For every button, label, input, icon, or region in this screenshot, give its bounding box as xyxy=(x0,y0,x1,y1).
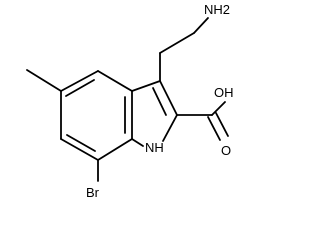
bond-methyl xyxy=(26,69,62,92)
amine-label: NH2 xyxy=(204,2,230,17)
bond-c4-c5 xyxy=(60,70,99,92)
bond-n1-c7a xyxy=(131,138,144,147)
carbonyl-oxygen-label: O xyxy=(221,143,231,158)
bromine-label: Br xyxy=(86,185,100,200)
bond-c3a-c4 xyxy=(97,70,133,92)
bond-c3a-c3 xyxy=(131,80,161,92)
bond-c2-n1 xyxy=(162,114,178,142)
bond-c6-c7 xyxy=(60,138,99,161)
bond-c4-c5-inner xyxy=(65,79,95,97)
bond-c7-c7a xyxy=(97,138,133,161)
benzene-ring xyxy=(60,70,133,161)
molecule-structure: NH2 OH O NH Br xyxy=(26,2,234,200)
bond-carbonyl-a xyxy=(207,116,221,141)
pyrrole-ring xyxy=(131,80,178,147)
bond-c6-c7-inner xyxy=(66,134,96,152)
bond-side-chain-2 xyxy=(159,32,195,54)
bond-carboxyl-oh xyxy=(211,101,226,116)
indole-nh-label: NH xyxy=(145,140,164,155)
substituent-bonds xyxy=(26,17,229,182)
structure-canvas: NH2 OH O NH Br xyxy=(26,2,234,200)
bond-carbonyl-b xyxy=(215,112,229,137)
bond-c3-c2 xyxy=(159,80,178,116)
bond-c3-c2-inner xyxy=(152,87,167,116)
hydroxyl-label: OH xyxy=(214,85,234,100)
bond-side-chain-amine xyxy=(193,17,209,34)
